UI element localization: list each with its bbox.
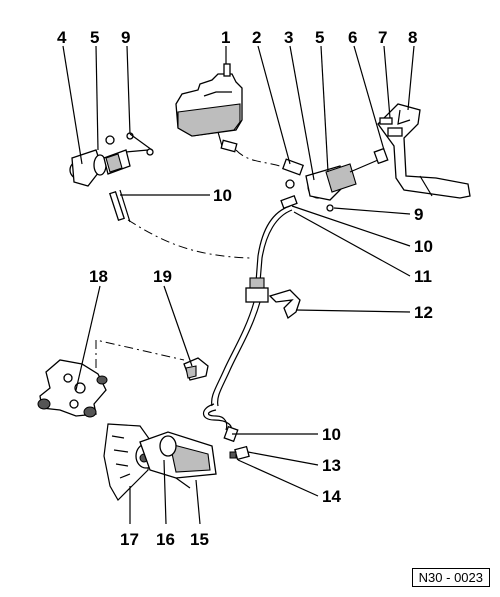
left-master-cylinder xyxy=(69,132,154,223)
bleeder-valve xyxy=(229,445,250,461)
right-master-cylinder xyxy=(281,147,389,212)
callout-5-left: 5 xyxy=(90,28,99,47)
leader-lines xyxy=(62,45,415,525)
fluid-reservoir xyxy=(175,63,243,153)
callout-7: 7 xyxy=(378,28,387,47)
callout-4: 4 xyxy=(57,28,67,47)
flexible-hose xyxy=(202,301,261,443)
callout-10-left: 10 xyxy=(213,186,232,205)
callout-6: 6 xyxy=(348,28,357,47)
gearbox-housing xyxy=(103,423,151,501)
callout-15: 15 xyxy=(190,530,209,549)
pressure-pipe xyxy=(245,195,298,303)
callout-13: 13 xyxy=(322,456,341,475)
reservoir-hose-line xyxy=(235,149,291,171)
callout-10-right: 10 xyxy=(414,237,433,256)
callout-2: 2 xyxy=(252,28,261,47)
clutch-pedal xyxy=(377,103,471,199)
callout-16: 16 xyxy=(156,530,175,549)
callout-9-right: 9 xyxy=(414,205,423,224)
pipe-routing-line xyxy=(127,219,251,259)
callout-1: 1 xyxy=(221,28,230,47)
callout-9-top: 9 xyxy=(121,28,130,47)
figure-reference: N30 - 0023 xyxy=(411,568,490,587)
callout-19: 19 xyxy=(153,267,172,286)
callout-18: 18 xyxy=(89,267,108,286)
callout-14: 14 xyxy=(322,487,341,506)
callout-numbers: 4 5 9 1 2 3 5 6 7 8 10 9 10 11 12 18 19 … xyxy=(57,28,433,549)
hose-clip xyxy=(183,357,209,381)
callout-5-right: 5 xyxy=(315,28,324,47)
callout-8: 8 xyxy=(408,28,417,47)
callout-17: 17 xyxy=(120,530,139,549)
callout-12: 12 xyxy=(414,303,433,322)
callout-11: 11 xyxy=(414,267,432,286)
slave-cylinder xyxy=(135,431,217,489)
mounting-bracket xyxy=(37,339,185,418)
callout-3: 3 xyxy=(284,28,293,47)
callout-10-lower: 10 xyxy=(322,425,341,444)
retaining-clip xyxy=(268,289,301,320)
